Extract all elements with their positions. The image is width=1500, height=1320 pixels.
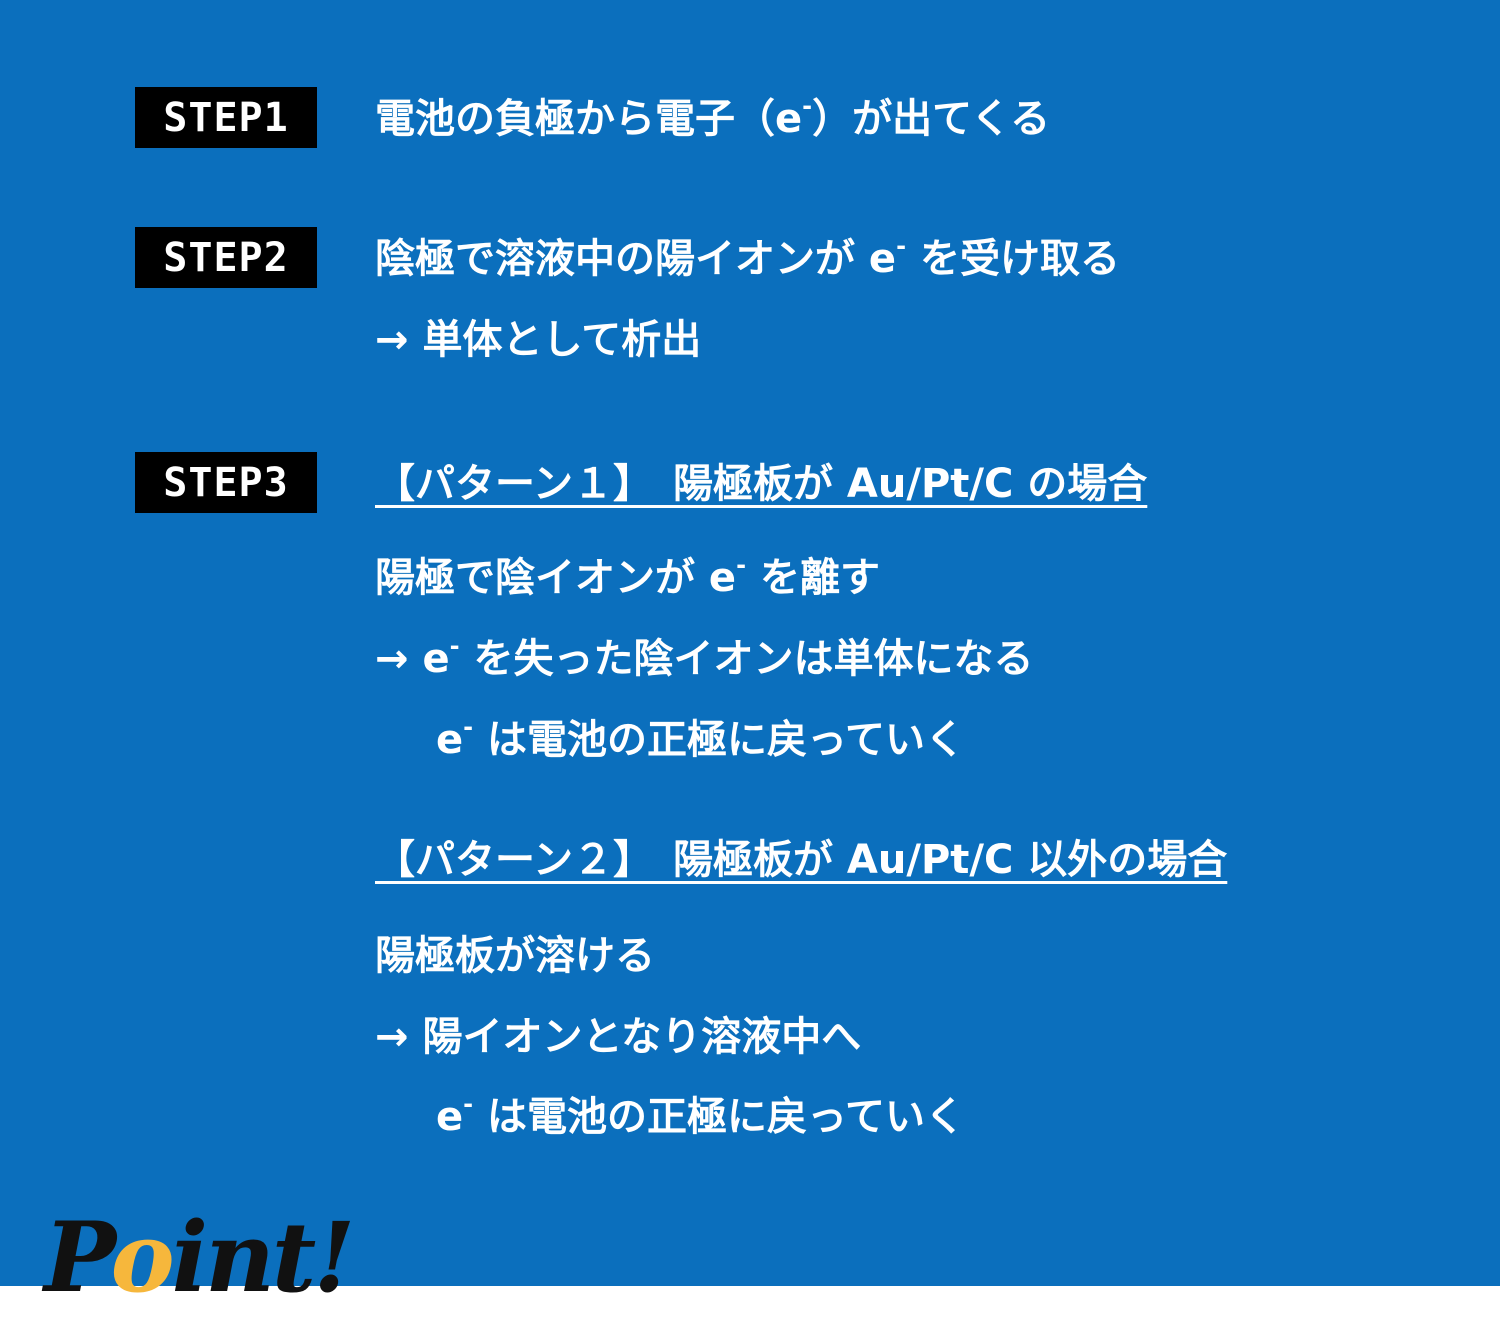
step1-line: 電池の負極から電子（e-）が出てくる	[375, 92, 1051, 142]
point-logo: Point!	[44, 1201, 355, 1314]
pattern2-line-3: e- は電池の正極に戻っていく	[436, 1090, 966, 1140]
content-panel: STEP1 電池の負極から電子（e-）が出てくる STEP2 陰極で溶液中の陽イ…	[0, 0, 1500, 1286]
step2-line-1: 陰極で溶液中の陽イオンが e- を受け取る	[375, 232, 1120, 282]
pattern1-line-1: 陽極で陰イオンが e- を離す	[375, 551, 880, 601]
pattern1-line-3: e- は電池の正極に戻っていく	[436, 713, 966, 763]
pattern2-line-2: → 陽イオンとなり溶液中へ	[375, 1014, 862, 1060]
logo-accent-letter: o	[110, 1201, 175, 1314]
step3-badge: STEP3	[135, 452, 317, 513]
pattern1-heading: 【パターン１】 陽極板が Au/Pt/C の場合	[375, 461, 1148, 507]
step1-badge: STEP1	[135, 87, 317, 148]
step2-badge: STEP2	[135, 227, 317, 288]
pattern2-heading: 【パターン２】 陽極板が Au/Pt/C 以外の場合	[375, 837, 1228, 883]
step2-line-2: → 単体として析出	[375, 317, 702, 363]
pattern2-line-1: 陽極板が溶ける	[375, 933, 655, 979]
pattern1-line-2: → e- を失った陰イオンは単体になる	[375, 632, 1034, 682]
